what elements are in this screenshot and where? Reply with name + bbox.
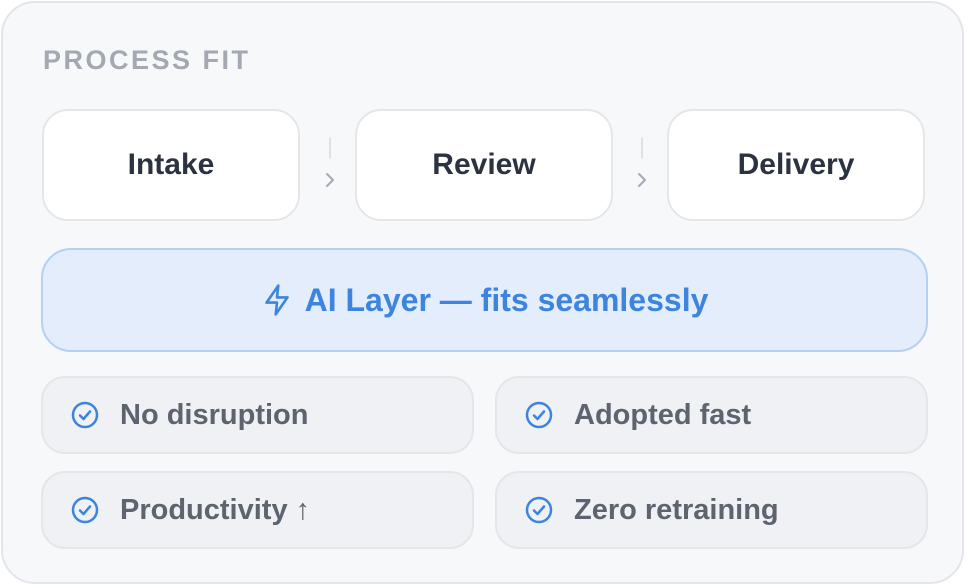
benefit-zero-retraining: Zero retraining [495,471,928,549]
ai-layer-label: AI Layer — fits seamlessly [304,281,709,318]
connector-arrow [319,137,343,197]
benefit-label: No disruption [120,398,309,431]
check-circle-icon [70,495,100,525]
connector-tick [641,137,643,159]
check-circle-icon [524,400,554,430]
benefit-label: Adopted fast [574,398,752,431]
benefit-productivity: Productivity ↑ [41,471,474,549]
benefit-no-disruption: No disruption [41,376,474,454]
benefit-label: Zero retraining [574,493,779,526]
stage-review: Review [355,109,613,221]
lightning-bolt-icon [264,284,289,316]
connector-arrow [631,137,655,197]
benefit-label: Productivity ↑ [120,493,311,526]
chevron-right-icon [638,173,646,187]
chevron-right-icon [326,173,334,187]
benefit-adopted-fast: Adopted fast [495,376,928,454]
stage-delivery: Delivery [667,109,925,221]
check-circle-icon [524,495,554,525]
section-title: PROCESS FIT [43,45,251,75]
stage-intake: Intake [42,109,300,221]
connector-tick [329,137,331,159]
ai-layer-banner: AI Layer — fits seamlessly [41,248,928,352]
check-circle-icon [70,400,100,430]
